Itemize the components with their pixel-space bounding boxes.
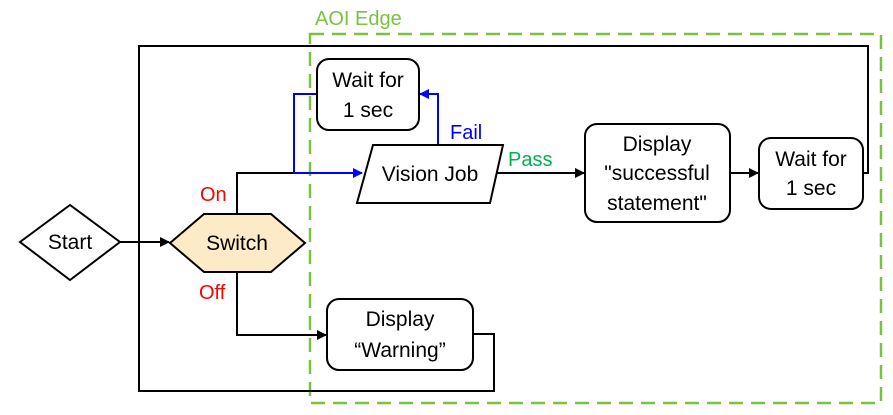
vision-job-label: Vision Job [382, 163, 479, 186]
wait-retry-box [316, 58, 420, 131]
switch-label: Switch [206, 232, 268, 255]
edge-wait-after-to-loop [138, 45, 869, 242]
display-warning-line1: Display [366, 308, 435, 331]
aoi-edge-label: AOI Edge [315, 8, 402, 30]
node-display-warning: Display “Warning” [326, 298, 474, 371]
node-switch: Switch [168, 213, 307, 273]
display-warning-line2: “Warning” [354, 339, 445, 362]
node-display-success: Display "successful statement" [584, 123, 731, 223]
wait-after-line1: Wait for [775, 148, 847, 171]
wait-after-line2: 1 sec [786, 177, 836, 200]
vision-job-parallelogram [355, 144, 505, 204]
node-wait-retry: Wait for 1 sec [316, 58, 420, 131]
start-label: Start [48, 231, 93, 254]
node-vision-job: Vision Job [355, 144, 505, 204]
switch-hexagon [168, 213, 307, 273]
display-success-box [584, 123, 731, 223]
edge-retry-to-vision [293, 93, 363, 178]
edge-display-warning-to-loop [138, 242, 495, 392]
edge-fail [419, 89, 439, 145]
display-warning-box [326, 298, 474, 371]
edge-label-off: Off [199, 282, 226, 304]
fail-connectors [293, 89, 439, 178]
node-start: Start [18, 203, 122, 282]
edge-switch-on [236, 172, 293, 214]
edge-label-on: On [200, 184, 227, 206]
edge-label-fail: Fail [450, 122, 482, 144]
start-diamond [18, 203, 122, 282]
display-success-line1: Display [623, 133, 692, 156]
node-wait-after: Wait for 1 sec [758, 137, 864, 210]
wait-after-box [758, 137, 864, 210]
wait-retry-line2: 1 sec [343, 99, 393, 122]
display-success-line3: statement" [607, 192, 707, 215]
aoi-edge-boundary [308, 32, 883, 405]
display-success-line2: "successful [604, 162, 710, 185]
connectors [120, 45, 869, 392]
wait-retry-line1: Wait for [332, 69, 404, 92]
edge-switch-off [236, 272, 327, 340]
aoi-edge-region: AOI Edge [308, 8, 883, 405]
edge-label-pass: Pass [508, 149, 552, 171]
